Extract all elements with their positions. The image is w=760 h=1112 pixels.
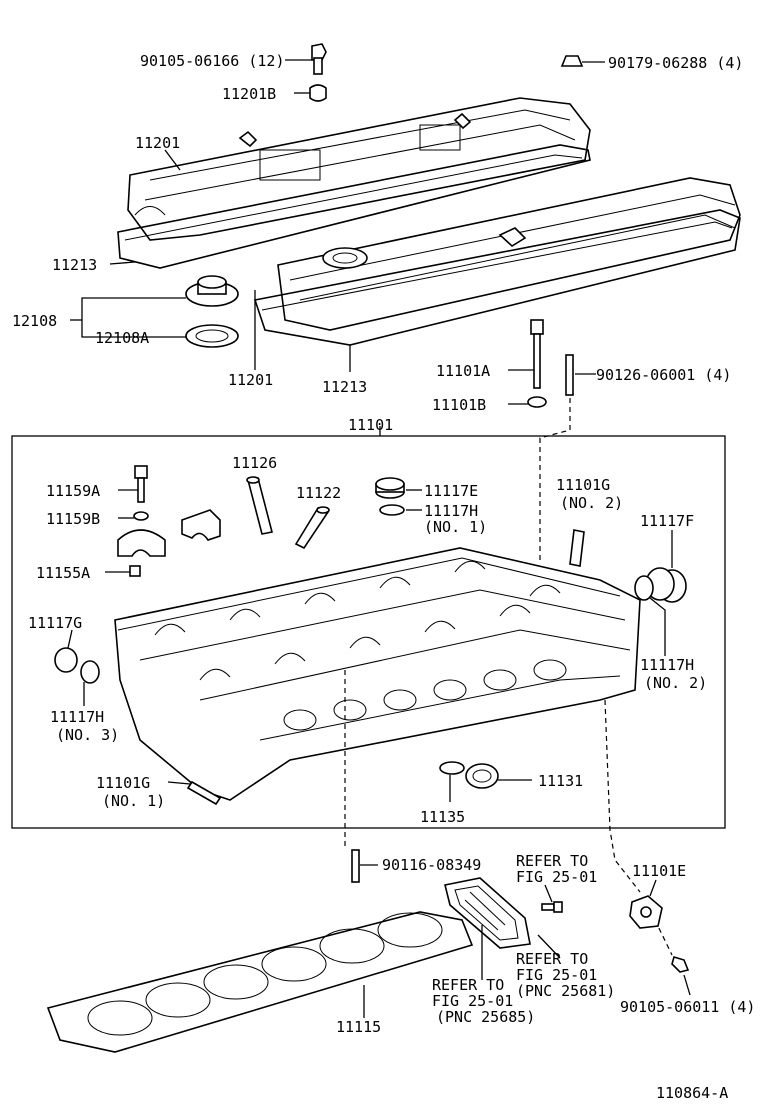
cover-gasket-a bbox=[109, 144, 591, 269]
washer-part bbox=[508, 396, 547, 408]
label-stud-top: 90126-06001 (4) bbox=[596, 366, 731, 384]
stud-top-part bbox=[565, 354, 596, 396]
label-ref3-line2: FIG 25-01 bbox=[432, 992, 513, 1010]
small-bolt-ref1-part bbox=[541, 884, 563, 913]
label-ref1-line1: REFER TO bbox=[516, 852, 588, 870]
dashed-sensor-path bbox=[604, 699, 641, 893]
oil-filler-cap-part bbox=[185, 275, 239, 307]
leader-12108a bbox=[81, 320, 186, 338]
cover-nut-part bbox=[560, 55, 605, 67]
bearing-cap-part bbox=[117, 509, 221, 557]
label-cap-group: 12108 bbox=[12, 312, 57, 330]
dowel-11101g-no1-part bbox=[167, 780, 222, 806]
head-bolt-part bbox=[508, 319, 544, 389]
seal-11135-part bbox=[439, 761, 465, 802]
label-grommet: 11201B bbox=[222, 85, 276, 103]
oil-filler-cap-gasket-part bbox=[185, 324, 239, 348]
label-11117g: 11117G bbox=[28, 614, 82, 632]
label-gasket-b: 11213 bbox=[322, 378, 367, 396]
label-11101g-no1-sub: (NO. 1) bbox=[102, 792, 165, 810]
label-11131: 11131 bbox=[538, 772, 583, 790]
label-cap-gasket: 12108A bbox=[95, 329, 149, 347]
label-cover-a: 11201 bbox=[135, 134, 180, 152]
label-ref2-line3: (PNC 25681) bbox=[516, 982, 615, 1000]
label-11117h-no2: 11117H bbox=[640, 656, 694, 674]
label-cover-bolt: 90105-06166 (12) bbox=[140, 52, 285, 70]
plug-11117e-part bbox=[375, 477, 422, 499]
label-ref2-line1: REFER TO bbox=[516, 950, 588, 968]
label-11101e: 11101E bbox=[632, 862, 686, 880]
cylinder-head-cover-a bbox=[127, 97, 591, 241]
label-11159a: 11159A bbox=[46, 482, 100, 500]
stud-bottom-part bbox=[351, 849, 378, 883]
label-11101g-no2-sub: (NO. 2) bbox=[560, 494, 623, 512]
label-11117h-no3: 11117H bbox=[50, 708, 104, 726]
seal-11117h-no2-part bbox=[634, 575, 666, 656]
bolt-bottom-part bbox=[671, 956, 691, 996]
label-11159b: 11159B bbox=[46, 510, 100, 528]
plug-11131-part bbox=[465, 763, 532, 789]
camshaft-bearing-bolt-part bbox=[118, 465, 148, 503]
plug-11117g-part bbox=[54, 629, 78, 673]
label-bolt-bottom: 90105-06011 (4) bbox=[620, 998, 755, 1016]
label-ref2-line2: FIG 25-01 bbox=[516, 966, 597, 984]
label-washer: 11101B bbox=[432, 396, 486, 414]
camshaft-journal-row bbox=[154, 560, 561, 681]
label-head-gasket: 11115 bbox=[336, 1018, 381, 1036]
dowel-11101g-no2-part bbox=[569, 529, 585, 567]
label-11117f: 11117F bbox=[640, 512, 694, 530]
cylinder-head-cover-b bbox=[277, 177, 741, 331]
figure-id: 110864-A bbox=[656, 1084, 728, 1102]
cover-bolt-part bbox=[285, 43, 327, 75]
sensor-11101e-part bbox=[629, 879, 663, 929]
label-gasket-a: 11213 bbox=[52, 256, 97, 274]
label-cover-nut: 90179-06288 (4) bbox=[608, 54, 743, 72]
assembly-frame bbox=[11, 435, 726, 829]
label-ref3-line1: REFER TO bbox=[432, 976, 504, 994]
seal-11117h-no3-part bbox=[80, 660, 100, 706]
valve-guide-11122-part bbox=[294, 506, 330, 550]
label-11126: 11126 bbox=[232, 454, 277, 472]
cover-gasket-b bbox=[253, 209, 741, 372]
label-11135: 11135 bbox=[420, 808, 465, 826]
valve-guide-11126-part bbox=[246, 476, 273, 535]
leader-12108 bbox=[81, 297, 186, 320]
label-head-bolt: 11101A bbox=[436, 362, 490, 380]
label-11117h-no3-sub: (NO. 3) bbox=[56, 726, 119, 744]
pin-11155a-part bbox=[105, 565, 141, 577]
label-assembly: 11101 bbox=[348, 416, 393, 434]
label-11155a: 11155A bbox=[36, 564, 90, 582]
label-11117h-no1: 11117H bbox=[424, 502, 478, 520]
cylinder-head-body bbox=[114, 547, 641, 801]
label-ref3-line3: (PNC 25685) bbox=[436, 1008, 535, 1026]
label-stud-bottom: 90116-08349 bbox=[382, 856, 481, 874]
cylinder-head-gasket-part bbox=[46, 911, 474, 1053]
label-11117e: 11117E bbox=[424, 482, 478, 500]
washer-11159b-part bbox=[118, 511, 149, 521]
plug-11117f-part bbox=[645, 530, 687, 603]
label-11117h-no1-sub: (NO. 1) bbox=[424, 518, 487, 536]
label-ref1-line2: FIG 25-01 bbox=[516, 868, 597, 886]
dashed-stud-path bbox=[539, 398, 571, 560]
port-row bbox=[283, 659, 567, 731]
label-cover-b: 11201 bbox=[228, 371, 273, 389]
label-11117h-no2-sub: (NO. 2) bbox=[644, 674, 707, 692]
seal-11117h-no1-part bbox=[379, 504, 422, 516]
grommet-part bbox=[294, 84, 327, 102]
label-11101g-no2: 11101G bbox=[556, 476, 610, 494]
label-11101g-no1: 11101G bbox=[96, 774, 150, 792]
cover-plate-part bbox=[444, 877, 531, 949]
label-11122: 11122 bbox=[296, 484, 341, 502]
